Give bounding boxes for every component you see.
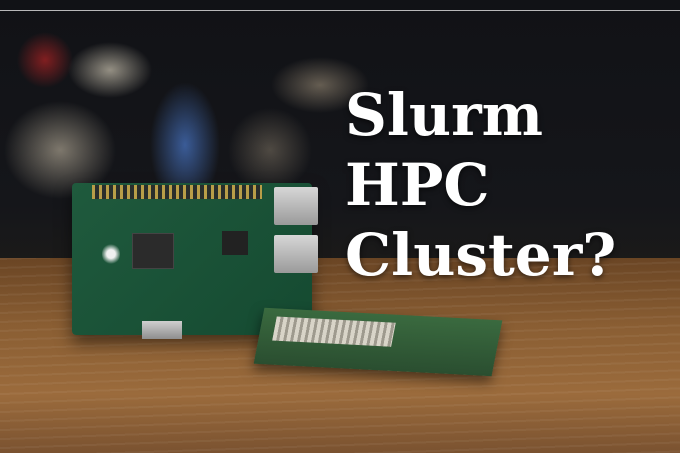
network-chip: [222, 231, 248, 255]
overlay-title: Slurm HPC Cluster?: [345, 80, 616, 290]
usb-port-top: [274, 187, 318, 225]
title-line-3: Cluster?: [345, 221, 617, 289]
processor-chip: [132, 233, 174, 269]
hdmi-port: [142, 321, 182, 339]
raspberry-pi-board: [72, 183, 318, 339]
raspberry-pi-logo-icon: [102, 243, 120, 265]
gpio-header: [92, 185, 262, 199]
top-divider: [0, 10, 680, 11]
usb-port-bottom: [274, 235, 318, 273]
title-line-2: HPC: [345, 151, 490, 219]
board-components: [272, 316, 396, 347]
title-line-1: Slurm: [345, 81, 544, 149]
